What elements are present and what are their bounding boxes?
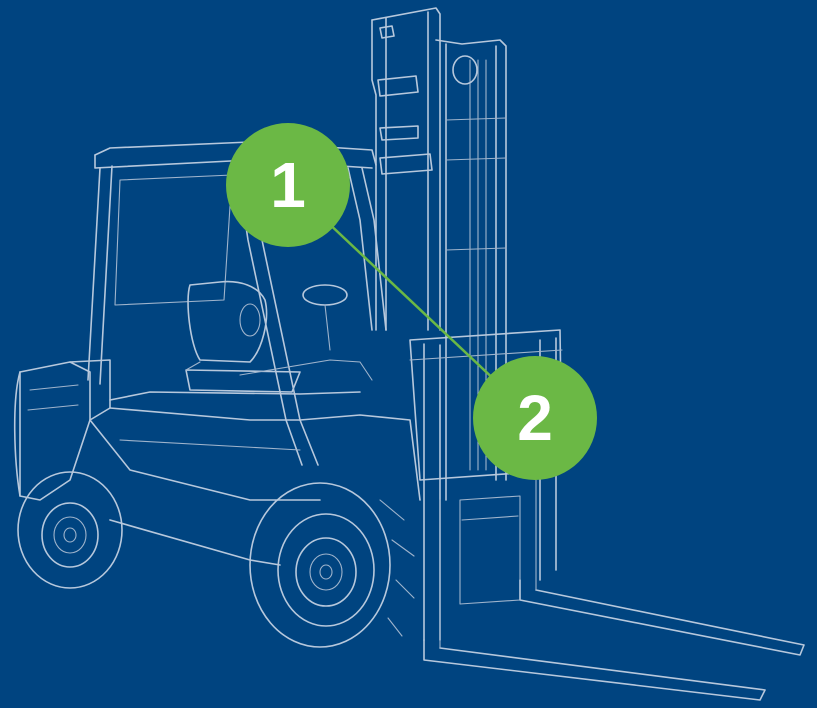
forks <box>424 480 804 700</box>
front-wheel <box>250 483 414 647</box>
callout-marker-2-label: 2 <box>517 382 553 454</box>
callout-marker-2[interactable]: 2 <box>473 356 597 480</box>
forklift-illustration <box>15 8 804 700</box>
callout-marker-1[interactable]: 1 <box>226 123 350 247</box>
counterweight-body <box>15 360 360 500</box>
callout-marker-1-label: 1 <box>270 149 306 221</box>
rear-wheel <box>18 472 122 588</box>
steering-wheel <box>303 285 347 350</box>
